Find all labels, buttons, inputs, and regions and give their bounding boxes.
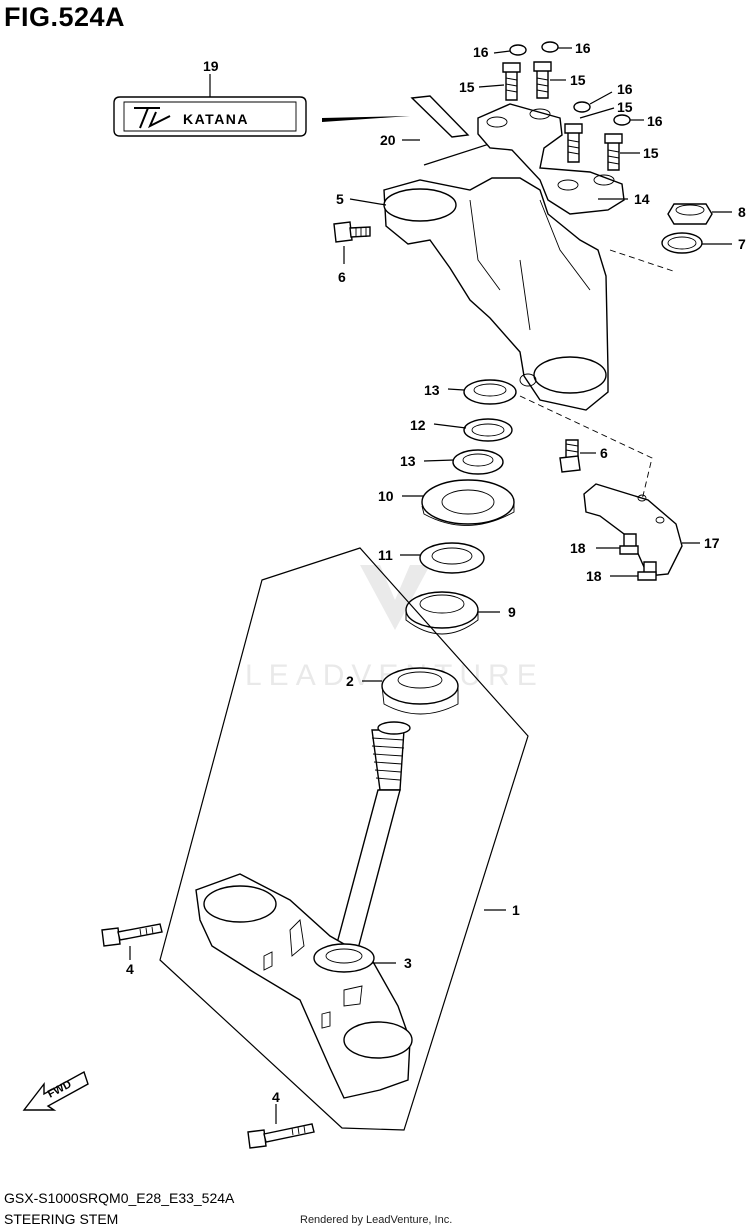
callout-1: 1	[512, 902, 520, 918]
section-title: STEERING STEM	[4, 1211, 119, 1227]
dust-seal-10[interactable]	[421, 479, 515, 526]
cap-16-c[interactable]	[573, 101, 591, 113]
handlebar-holder-14[interactable]	[477, 103, 625, 215]
lock-nut-13-a[interactable]	[463, 379, 517, 405]
callout-5: 5	[336, 191, 344, 207]
lock-nut-13-b[interactable]	[452, 449, 504, 475]
callout-15a: 15	[459, 79, 475, 95]
leader-lines	[129, 47, 732, 1124]
callout-15d: 15	[643, 145, 659, 161]
bolt-4-a[interactable]	[101, 923, 163, 947]
callout-11: 11	[378, 547, 393, 563]
screw-18-b[interactable]	[637, 561, 657, 581]
callout-16b: 16	[575, 40, 591, 56]
callout-16c: 16	[617, 81, 633, 97]
callout-6b: 6	[600, 445, 608, 461]
bolt-6-a[interactable]	[333, 221, 371, 243]
bearing-9[interactable]	[405, 591, 479, 635]
cap-16-d[interactable]	[613, 114, 631, 126]
callout-16d: 16	[647, 113, 663, 129]
callout-4b: 4	[272, 1089, 280, 1105]
callout-3: 3	[404, 955, 412, 971]
nut-8[interactable]	[667, 203, 713, 225]
figure-title: FIG.524A	[4, 2, 126, 32]
bolt-6-b[interactable]	[559, 439, 581, 473]
washer-7[interactable]	[661, 232, 703, 254]
katana-logo-icon	[134, 107, 171, 129]
washer-12[interactable]	[463, 418, 513, 442]
screw-18-a[interactable]	[619, 533, 639, 555]
cap-16-a[interactable]	[509, 44, 527, 56]
steering-stem-1[interactable]	[195, 721, 413, 1099]
callout-12: 12	[410, 417, 426, 433]
cap-16-b[interactable]	[541, 41, 559, 53]
upper-bracket-5[interactable]	[383, 177, 609, 411]
callout-20: 20	[380, 132, 396, 148]
model-code: GSX-S1000SRQM0_E28_E33_524A	[4, 1190, 235, 1206]
callout-15c: 15	[617, 99, 633, 115]
callout-13a: 13	[424, 382, 440, 398]
callout-8: 8	[738, 204, 746, 220]
fwd-arrow-icon: FWD	[22, 1070, 89, 1111]
bolt-15-a[interactable]	[502, 62, 521, 101]
callouts: 19 20 16 15 16 15 16 15 16 15 5 14 8 7 6…	[126, 40, 746, 1105]
bolt-15-d[interactable]	[604, 133, 623, 171]
callout-19: 19	[203, 58, 219, 74]
callout-18b: 18	[586, 568, 602, 584]
callout-17: 17	[704, 535, 720, 551]
callout-9: 9	[508, 604, 516, 620]
bolt-15-c[interactable]	[564, 123, 583, 163]
katana-emblem[interactable]: KATANA	[113, 96, 307, 137]
callout-15b: 15	[570, 72, 586, 88]
callout-14: 14	[634, 191, 650, 207]
emblem-text: KATANA	[183, 111, 249, 127]
callout-13b: 13	[400, 453, 416, 469]
cover-17[interactable]	[583, 483, 683, 577]
callout-7: 7	[738, 236, 746, 252]
callout-4a: 4	[126, 961, 134, 977]
callout-10: 10	[378, 488, 394, 504]
assembly-outline	[159, 547, 529, 1131]
callout-18a: 18	[570, 540, 586, 556]
bolt-4-b[interactable]	[247, 1123, 315, 1149]
callout-2: 2	[346, 673, 354, 689]
callout-6a: 6	[338, 269, 346, 285]
bolt-15-b[interactable]	[533, 61, 552, 99]
bearing-race-11[interactable]	[419, 542, 485, 574]
callout-16a: 16	[473, 44, 489, 60]
render-credit: Rendered by LeadVenture, Inc.	[300, 1214, 453, 1226]
bearing-2[interactable]	[381, 667, 459, 715]
dust-seal-3[interactable]	[313, 943, 375, 973]
